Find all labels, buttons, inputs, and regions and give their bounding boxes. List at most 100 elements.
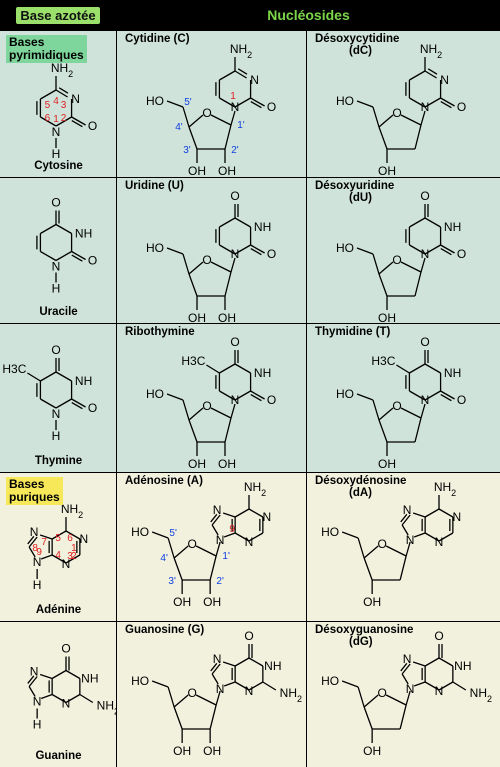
bond xyxy=(211,663,221,675)
atom-label: OH xyxy=(188,457,206,471)
base-cell: NNNONHNH2HGuanine xyxy=(0,622,119,767)
title-line: Thymidine (T) xyxy=(315,326,391,338)
bond xyxy=(424,657,440,667)
bond xyxy=(409,70,426,81)
atom-label: N xyxy=(231,247,240,261)
nucleoside-name: Adénosine (A) xyxy=(125,475,203,487)
bond xyxy=(166,247,184,255)
bond xyxy=(230,257,236,273)
bond xyxy=(401,514,411,526)
atom-label: NH2 xyxy=(434,480,456,498)
bond xyxy=(356,393,374,401)
bond xyxy=(71,250,86,261)
bond xyxy=(188,419,198,443)
atom-label: O xyxy=(51,343,60,357)
bond xyxy=(250,390,265,400)
bond xyxy=(363,545,379,559)
atom-label: H xyxy=(52,147,61,161)
bond xyxy=(248,681,264,691)
bond xyxy=(400,662,408,672)
bond xyxy=(65,693,81,704)
bond xyxy=(210,407,232,419)
bond xyxy=(223,532,236,538)
atom-number: 2' xyxy=(231,145,239,156)
atom-number: 2' xyxy=(216,576,224,587)
atom-label: OH xyxy=(203,744,221,758)
atom-label: OH xyxy=(173,744,191,758)
bond xyxy=(215,690,221,706)
title-line: Désoxyguanosine xyxy=(315,624,414,636)
nucleoside-name: Désoxyguanosine(dG) xyxy=(315,624,413,648)
bond xyxy=(409,217,426,228)
atom-label: N xyxy=(52,125,61,139)
bond xyxy=(262,681,277,691)
bond xyxy=(414,417,422,443)
bond xyxy=(412,661,426,667)
atom-label: N xyxy=(440,73,449,87)
bond xyxy=(234,657,250,667)
group-label-line: pyrimidiques xyxy=(9,48,84,62)
atom-label: N xyxy=(30,525,39,539)
bond xyxy=(250,244,265,254)
bond xyxy=(182,106,190,128)
bond xyxy=(401,673,409,685)
atom-label: N xyxy=(435,535,444,549)
bond xyxy=(237,68,248,75)
bond xyxy=(401,663,411,675)
atom-label: N xyxy=(80,532,89,546)
bond xyxy=(28,686,36,697)
bond xyxy=(396,364,410,374)
atom-label: OH xyxy=(363,595,381,609)
nucleoside-name: Thymidine (T) xyxy=(315,326,390,338)
header-base-label: Base azotée xyxy=(16,6,100,24)
atom-label: NH xyxy=(444,220,461,234)
bond xyxy=(65,669,81,680)
bond xyxy=(248,657,264,667)
group-label-line: Bases xyxy=(9,35,45,49)
title-line: Désoxycytidine xyxy=(315,33,400,45)
atom-label: OH xyxy=(188,311,206,325)
bond xyxy=(452,681,467,691)
atom-label: NH2 xyxy=(61,502,83,520)
atom-number: 9 xyxy=(229,524,235,535)
bond xyxy=(424,363,441,374)
nucleoside-name: Uridine (U) xyxy=(125,180,184,192)
bond xyxy=(405,541,411,557)
bond xyxy=(28,546,36,558)
atom-number: 5 xyxy=(55,533,61,544)
atom-label: OH xyxy=(378,164,396,178)
bond xyxy=(427,68,438,75)
bond xyxy=(79,693,94,704)
atom-number: 3' xyxy=(183,145,191,156)
base-name: Guanine xyxy=(35,750,82,762)
atom-label: O xyxy=(457,100,466,114)
bond xyxy=(413,532,426,538)
bond xyxy=(182,253,190,275)
atom-label: NH xyxy=(444,366,461,380)
bond xyxy=(55,250,72,262)
bond xyxy=(188,114,204,128)
atom-label: O xyxy=(61,642,70,656)
bond xyxy=(372,399,380,421)
bond xyxy=(372,106,380,128)
bond xyxy=(438,681,454,691)
atom-label: H xyxy=(52,429,61,443)
bond xyxy=(414,124,422,150)
atom-label: N xyxy=(250,73,259,87)
bond xyxy=(378,273,388,297)
